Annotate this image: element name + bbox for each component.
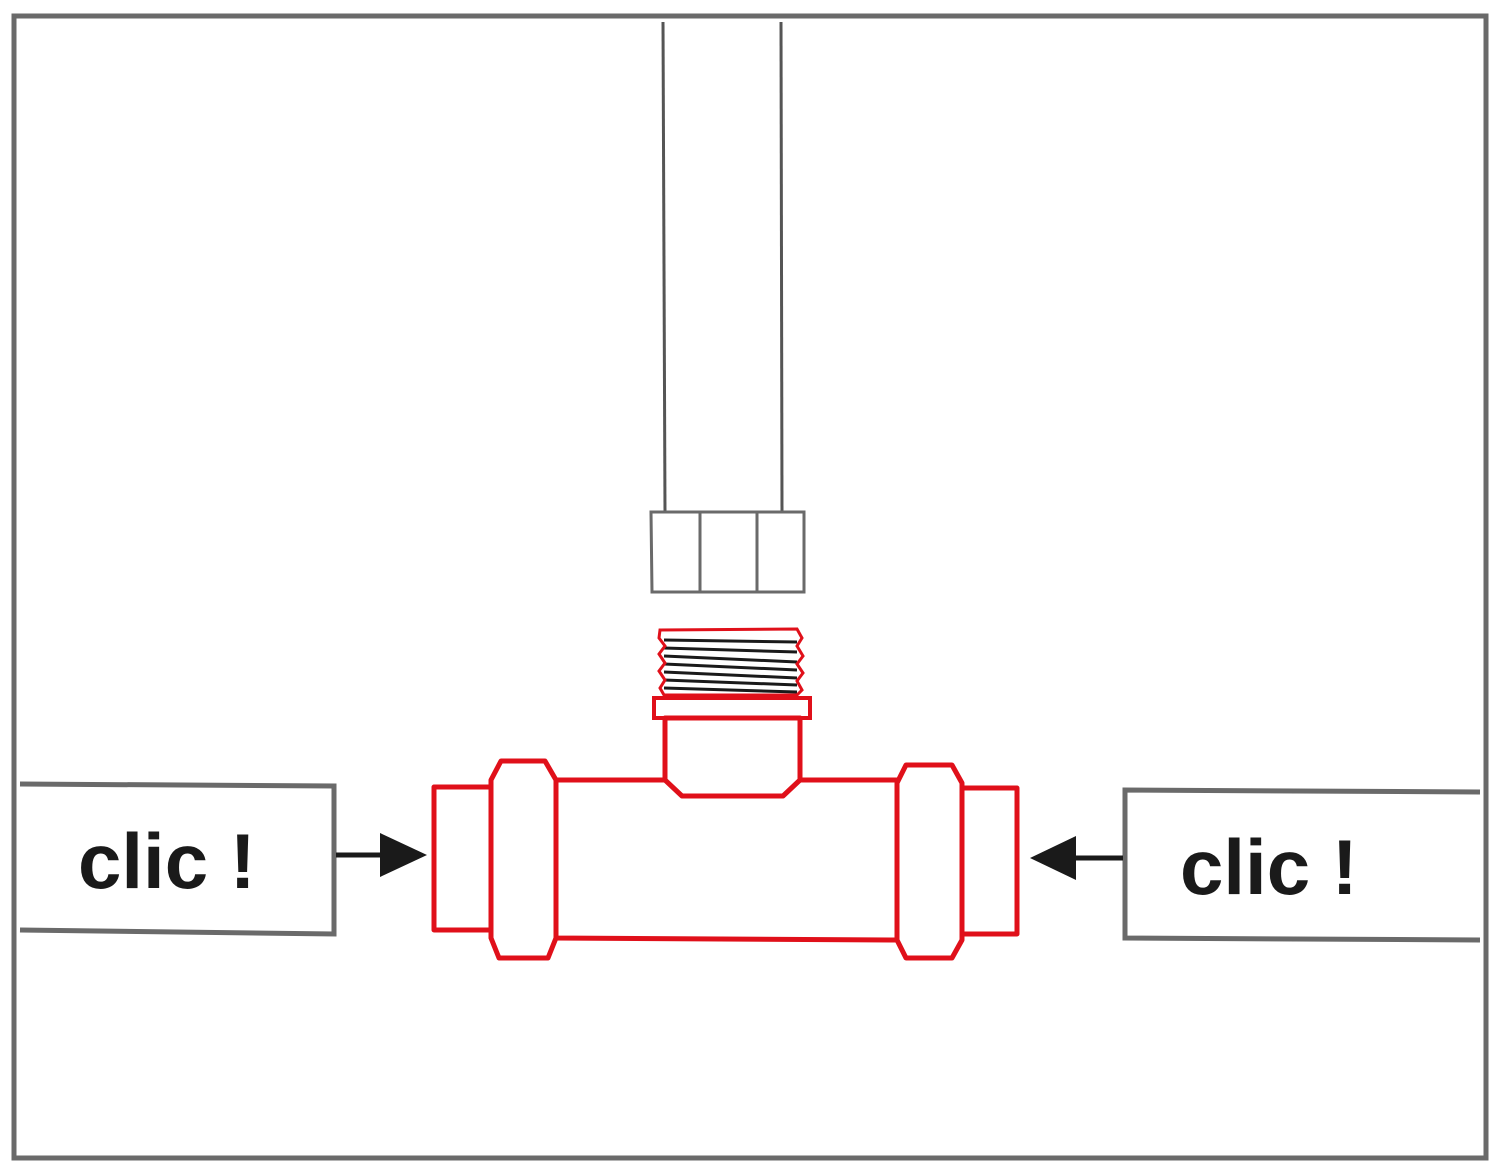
right-arrow-icon bbox=[1030, 836, 1123, 880]
left-pipe-end bbox=[431, 784, 497, 933]
outer-frame bbox=[11, 13, 1489, 1161]
hex-nut bbox=[649, 510, 806, 594]
thread-outline bbox=[657, 627, 805, 697]
right-pipe-end bbox=[954, 785, 1020, 937]
left-arrow-icon bbox=[336, 833, 427, 877]
right-clic-label: clic ! bbox=[1180, 823, 1358, 911]
left-clic-box: clic ! bbox=[19, 781, 337, 937]
tee-body bbox=[550, 715, 901, 943]
left-nut bbox=[488, 758, 559, 961]
threaded-outlet bbox=[652, 627, 812, 720]
left-clic-label: clic ! bbox=[78, 817, 256, 905]
vertical-pipe bbox=[661, 21, 784, 513]
right-clic-box: clic ! bbox=[1122, 787, 1481, 943]
thread-collar bbox=[652, 696, 812, 720]
right-nut bbox=[894, 762, 965, 961]
branch-neck bbox=[663, 778, 802, 799]
tee-fitting bbox=[431, 715, 1020, 961]
thread-lines bbox=[663, 638, 798, 694]
